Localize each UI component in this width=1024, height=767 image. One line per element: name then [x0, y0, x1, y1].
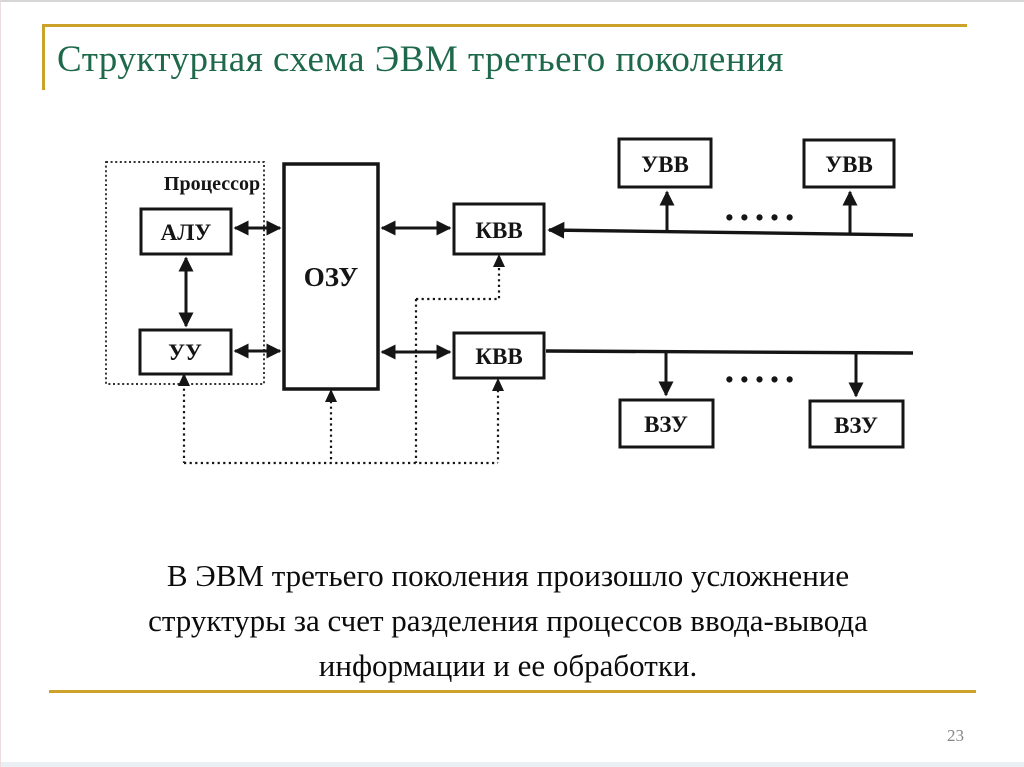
alu-box [139, 207, 233, 256]
vzu-left-box [618, 398, 715, 449]
alu-label: АЛУ [161, 220, 212, 245]
page-number: 23 [947, 726, 964, 745]
body-text-line-2: структуры за счет разделения процессов в… [148, 603, 868, 638]
kvv-bottom-box [452, 331, 546, 380]
uu-box [138, 328, 233, 376]
io-bus-bottom [545, 349, 914, 355]
kvv-top-box [452, 202, 546, 256]
uvv-right-label: УВВ [825, 152, 873, 177]
uvv-right-box [802, 138, 896, 189]
kvv-bottom-label: КВВ [475, 344, 522, 369]
footer-accent-line [49, 690, 976, 693]
ellipsis-bottom: ••••• [725, 367, 800, 392]
title-accent-line-top [43, 24, 967, 27]
vzu-left-label: ВЗУ [644, 412, 688, 437]
ellipsis-top: ••••• [725, 205, 800, 230]
body-text-line-3: информации и ее обработки. [318, 648, 698, 683]
control-arrowhead-into-ozu [325, 389, 337, 402]
processor-dashed-box [105, 161, 265, 385]
kvv-top-label: КВВ [475, 218, 522, 243]
body-text: В ЭВМ третьего поколения произошло услож… [1, 553, 1015, 688]
uu-label: УУ [168, 340, 202, 365]
control-arrowhead-into-kvv-top [493, 254, 505, 267]
control-arrowhead-into-kvv-bottom [492, 378, 504, 391]
processor-label: Процессор [164, 173, 260, 195]
title-accent-line-left [42, 24, 45, 90]
control-arrowhead-into-uu [178, 373, 190, 386]
body-text-line-1: В ЭВМ третьего поколения произошло услож… [166, 558, 850, 593]
io-bus-top [547, 221, 914, 239]
uvv-left-box [617, 137, 713, 189]
vzu-right-label: ВЗУ [834, 413, 878, 438]
slide-title: Структурная схема ЭВМ третьего поколения [57, 39, 784, 80]
ozu-label: ОЗУ [304, 262, 359, 292]
uvv-left-label: УВВ [641, 152, 689, 177]
vzu-right-box [808, 399, 905, 449]
slide-bottom-edge [1, 762, 1024, 767]
